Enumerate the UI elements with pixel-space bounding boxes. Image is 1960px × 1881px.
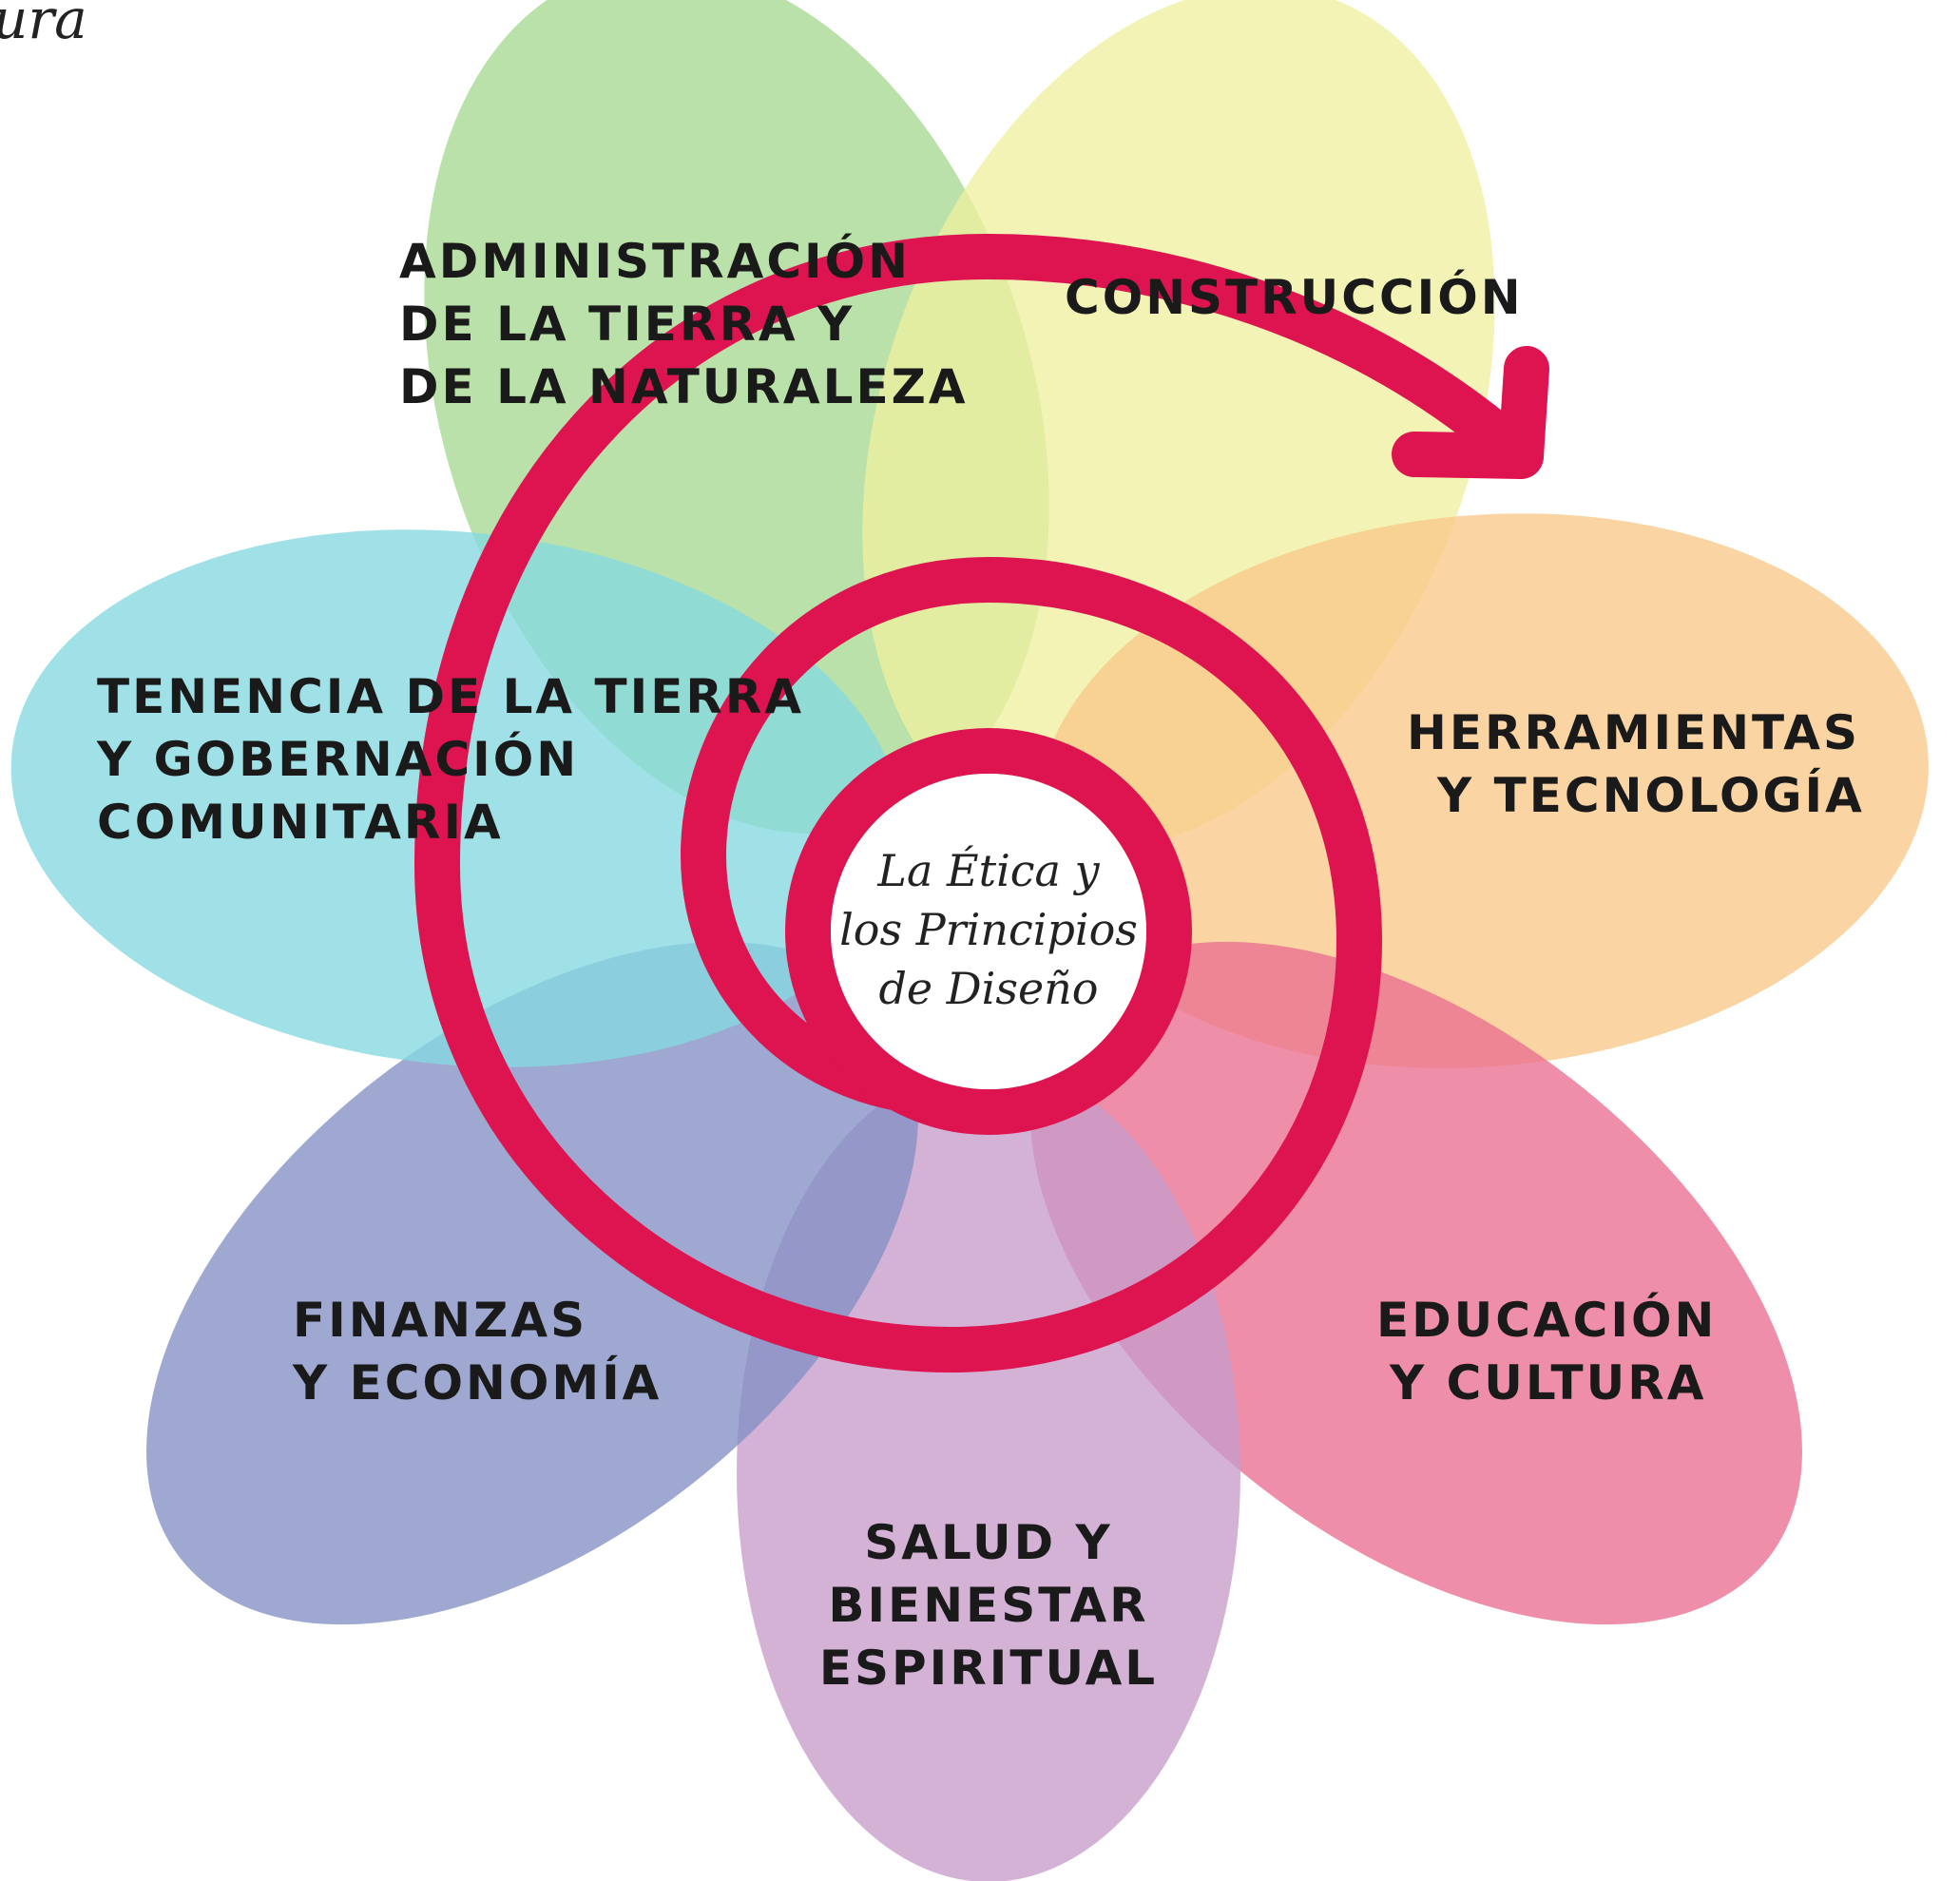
petal-labels: ADMINISTRACIÓN DE LA TIERRA Y DE LA NATU…	[96, 233, 1865, 1696]
petal-tools-technology	[1037, 513, 1929, 1068]
center-title-line-3: de Diseño	[878, 963, 1098, 1014]
label-education-culture-line-2: Y CULTURA	[1389, 1355, 1706, 1411]
spiral-arrowhead	[1392, 346, 1549, 479]
label-land-tenure-line-1: TENENCIA DE LA TIERRA	[97, 669, 804, 724]
center-title-line-1: La Ética y	[876, 844, 1100, 896]
label-tools-technology-line-1: HERRAMIENTAS	[1407, 705, 1860, 760]
label-finance-economics-line-1: FINANZAS	[293, 1293, 587, 1348]
center-title-line-2: los Principios	[839, 904, 1138, 955]
label-land-stewardship-line-1: ADMINISTRACIÓN	[399, 233, 911, 289]
label-education-culture: EDUCACIÓN Y CULTURA	[1376, 1292, 1717, 1411]
spiral	[414, 234, 1549, 1372]
label-land-tenure-line-2: Y GOBERNACIÓN	[96, 731, 579, 787]
spiral-inner-ring	[785, 728, 1192, 1135]
label-tools-technology: HERRAMIENTAS Y TECNOLOGÍA	[1407, 705, 1865, 823]
label-education-culture-line-1: EDUCACIÓN	[1376, 1292, 1717, 1348]
corner-text-fragment: ura	[0, 0, 87, 51]
label-health-wellbeing-line-1: SALUD Y	[864, 1515, 1113, 1570]
label-finance-economics: FINANZAS Y ECONOMÍA	[292, 1293, 662, 1411]
label-building: CONSTRUCCIÓN	[1065, 269, 1524, 325]
center-disc	[831, 774, 1146, 1089]
center-circle: La Ética y los Principios de Diseño	[831, 774, 1146, 1089]
label-tools-technology-line-2: Y TECNOLOGÍA	[1436, 767, 1865, 823]
label-health-wellbeing-line-2: BIENESTAR	[828, 1578, 1148, 1633]
label-land-tenure-line-3: COMUNITARIA	[97, 795, 504, 850]
label-health-wellbeing: SALUD Y BIENESTAR ESPIRITUAL	[819, 1515, 1158, 1696]
spiral-path	[414, 234, 1544, 1372]
petal-finance-economics	[146, 941, 918, 1625]
label-finance-economics-line-2: Y ECONOMÍA	[292, 1354, 662, 1411]
label-land-tenure: TENENCIA DE LA TIERRA Y GOBERNACIÓN COMU…	[96, 669, 804, 850]
label-land-stewardship-line-2: DE LA TIERRA Y	[399, 297, 855, 352]
label-building-line-1: CONSTRUCCIÓN	[1065, 269, 1524, 325]
label-land-stewardship-line-3: DE LA NATURALEZA	[399, 359, 969, 414]
label-health-wellbeing-line-3: ESPIRITUAL	[819, 1641, 1158, 1696]
label-land-stewardship: ADMINISTRACIÓN DE LA TIERRA Y DE LA NATU…	[399, 233, 969, 414]
